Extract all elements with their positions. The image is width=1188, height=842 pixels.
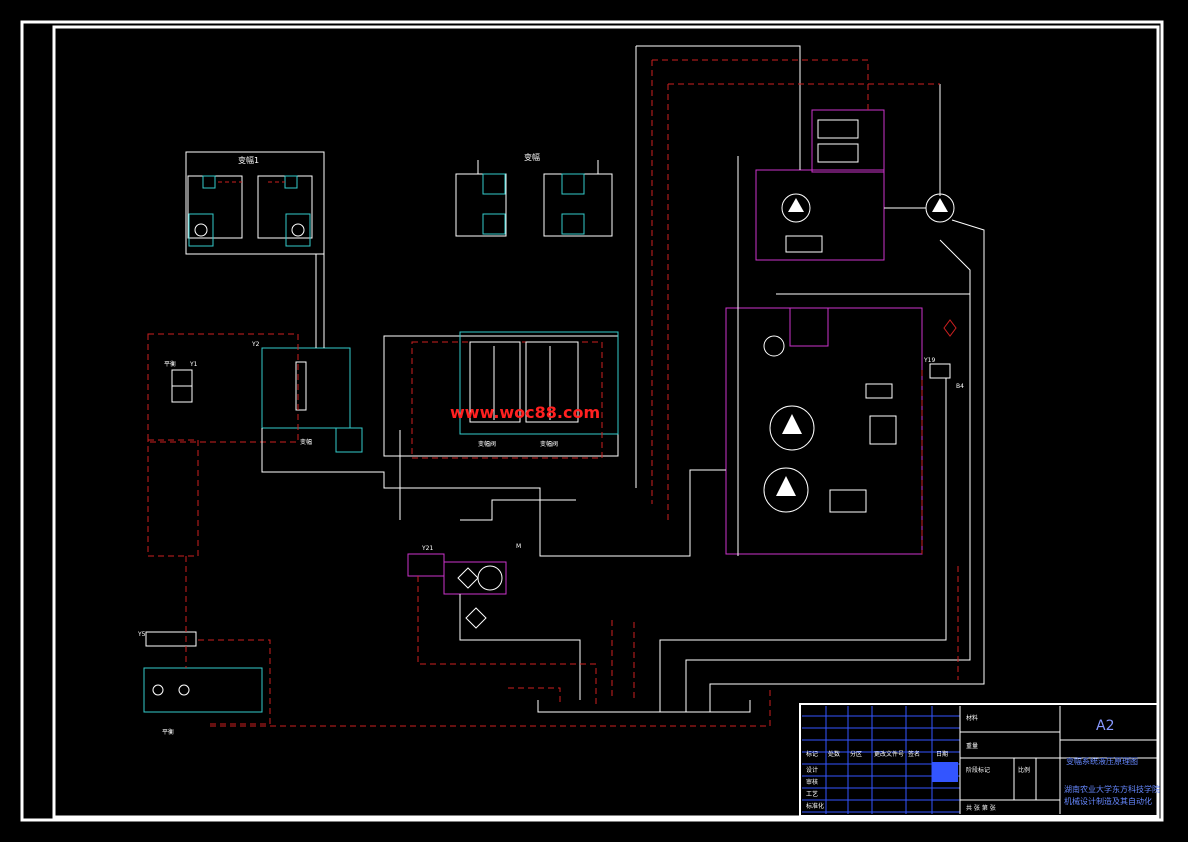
central-valve-block: 变幅阀 变幅阀 www.woc88.com: [383, 331, 619, 459]
sheet-size: A2: [1096, 718, 1114, 734]
sign-row-2: 工艺: [806, 790, 818, 798]
watermark: www.woc88.com: [450, 403, 600, 422]
pressure-lines: [261, 45, 985, 713]
block-b-label: 变幅阀: [540, 440, 558, 448]
valve-y2-label: Y2: [251, 341, 260, 348]
drawing-title: 变幅系统液压原理图: [1066, 756, 1138, 766]
mid-block-label: 变幅: [300, 438, 312, 446]
boom-cylinder-group: 变幅1: [185, 151, 325, 255]
sign-row-3: 标准化: [806, 802, 824, 810]
port-m-label: M: [516, 543, 521, 550]
title-block: A2 变幅系统液压原理图 湖南农业大学东方科技学院 机械设计制造及其自动化 材料…: [799, 703, 1160, 817]
outer-frame: [20, 20, 1164, 822]
valve-y5-label: Y5: [137, 631, 146, 638]
valve-y19-label: Y19: [923, 357, 935, 364]
material-label: 材料: [966, 714, 978, 722]
balance-valve-bottom: Y5 平衡: [137, 631, 263, 736]
balance-valve-left: 平衡 Y1: [147, 333, 299, 557]
port-b4-label: B4: [956, 383, 964, 390]
valve-y21-label: Y21: [421, 545, 433, 552]
header-cell-1: 处数: [828, 750, 840, 758]
header-cell-5: 日期: [936, 750, 948, 758]
sign-row-0: 设计: [806, 766, 818, 774]
header-cell-4: 签名: [908, 750, 920, 758]
upper-group-label: 变幅: [524, 152, 540, 162]
header-cell-2: 分区: [850, 750, 862, 758]
balance-bottom-label: 平衡: [162, 728, 174, 736]
balance-top-label: 平衡: [164, 360, 176, 368]
valve-y1-label: Y1: [189, 361, 198, 368]
sign-row-1: 审核: [806, 778, 818, 786]
weight-label: 重量: [966, 742, 978, 750]
org-line-1: 湖南农业大学东方科技学院: [1064, 784, 1160, 794]
upper-motor-block: [755, 109, 955, 261]
scale-label: 比例: [1018, 766, 1030, 774]
org-line-2: 机械设计制造及其自动化: [1064, 796, 1152, 806]
pump-filter-group: Y21 M: [407, 543, 521, 629]
stage-label: 阶段标记: [966, 766, 990, 774]
lower-pump-block: Y19 B4: [725, 307, 964, 555]
upper-cylinder-group: 变幅: [455, 152, 613, 237]
block-a-label: 变幅阀: [478, 440, 496, 448]
header-cell-3: 更改文件号: [874, 750, 904, 758]
sheet-label: 共 张 第 张: [966, 804, 996, 812]
inner-frame: [52, 25, 1160, 819]
drain-lines: [185, 59, 959, 727]
mid-valve-block: Y2 变幅: [251, 341, 363, 453]
header-cell-0: 标记: [806, 750, 818, 758]
boom-cylinder-label: 变幅1: [238, 155, 259, 165]
